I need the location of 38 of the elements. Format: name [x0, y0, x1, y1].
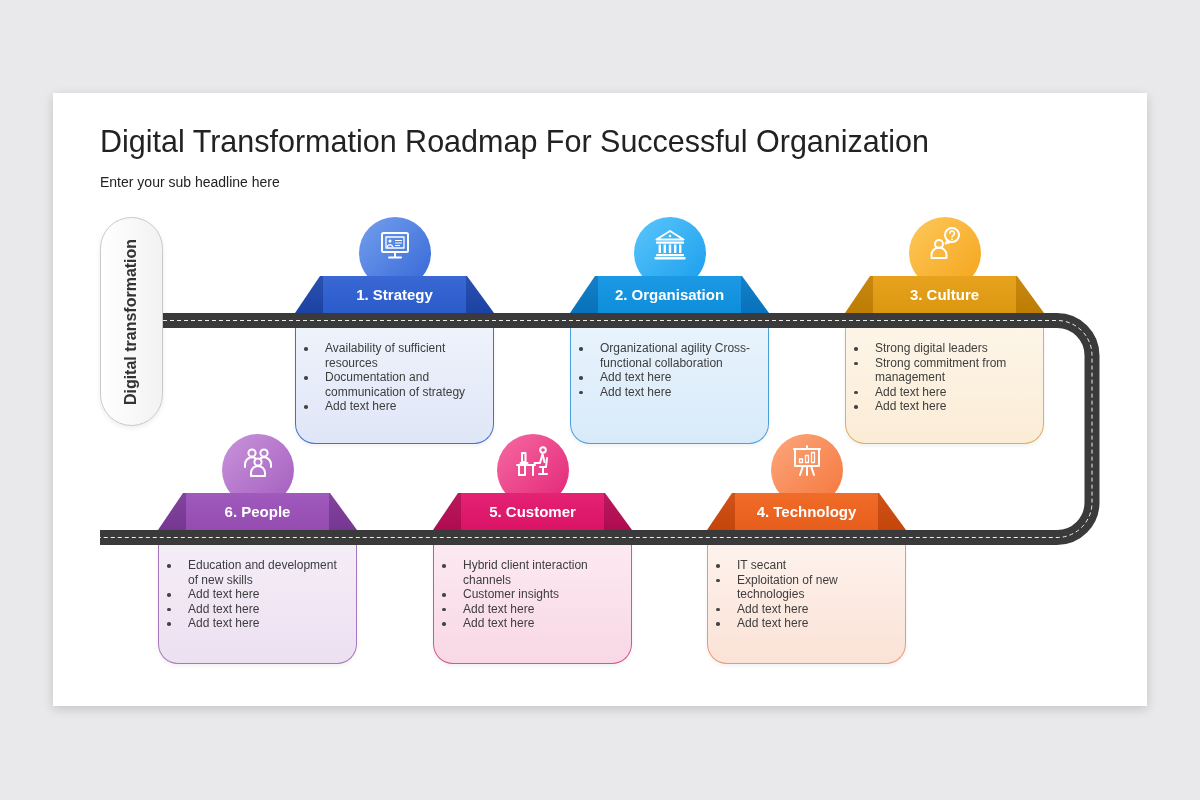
- bullet-item: Education and development of new skills: [164, 558, 346, 587]
- bullet-item: Hybrid client interaction channels: [439, 558, 621, 587]
- bullet-item: Availability of sufficient resources: [301, 341, 483, 370]
- bullet-item: Strong commitment from management: [851, 355, 1033, 385]
- bullet-item: IT secant: [713, 558, 895, 573]
- bullet-item: Add text here: [301, 399, 483, 414]
- bullet-item: Add text here: [439, 601, 621, 616]
- bullet-item: Add text here: [164, 587, 346, 602]
- stage-title: 2. Organisation: [614, 286, 725, 303]
- bullet-item: Add text here: [439, 616, 621, 631]
- stage-title: 5. Customer: [489, 503, 576, 520]
- bullet-item: Add text here: [576, 384, 758, 399]
- bullet-item: Documentation and communication of strategy: [301, 370, 483, 399]
- diagram-title: Digital Transformation Roadmap For Successful Organization: [100, 124, 929, 159]
- info-card: [158, 545, 357, 664]
- bullet-item: Add text here: [164, 616, 346, 631]
- stage-title: 1. Strategy: [356, 286, 433, 303]
- bullet-item: Add text here: [576, 370, 758, 385]
- stage-title: 6. People: [224, 503, 291, 520]
- bullet-item: Add text here: [851, 384, 1033, 399]
- info-card: [845, 328, 1044, 444]
- bullet-item: Add text here: [164, 601, 346, 616]
- label-pill: [100, 217, 163, 426]
- bullet-item: Organizational agility Cross-functional collaboration: [576, 341, 758, 370]
- stage-title: 3. Culture: [909, 286, 980, 303]
- info-card: [570, 328, 769, 444]
- pill-label: Digital transformation: [122, 238, 141, 405]
- info-card: [433, 545, 632, 664]
- bullet-item: Add text here: [713, 601, 895, 616]
- bullet-item: Add text here: [713, 616, 895, 631]
- bullet-item: Add text here: [851, 399, 1033, 414]
- bullet-item: Exploitation of new technologies: [713, 572, 895, 602]
- info-card: [295, 328, 494, 444]
- bullet-item: Strong digital leaders: [851, 341, 1033, 356]
- info-card: [707, 545, 906, 664]
- stage-title: 4. Technology: [756, 503, 857, 520]
- subtitle: Enter your sub headline here: [100, 173, 280, 191]
- bullet-item: Customer insights: [439, 587, 621, 602]
